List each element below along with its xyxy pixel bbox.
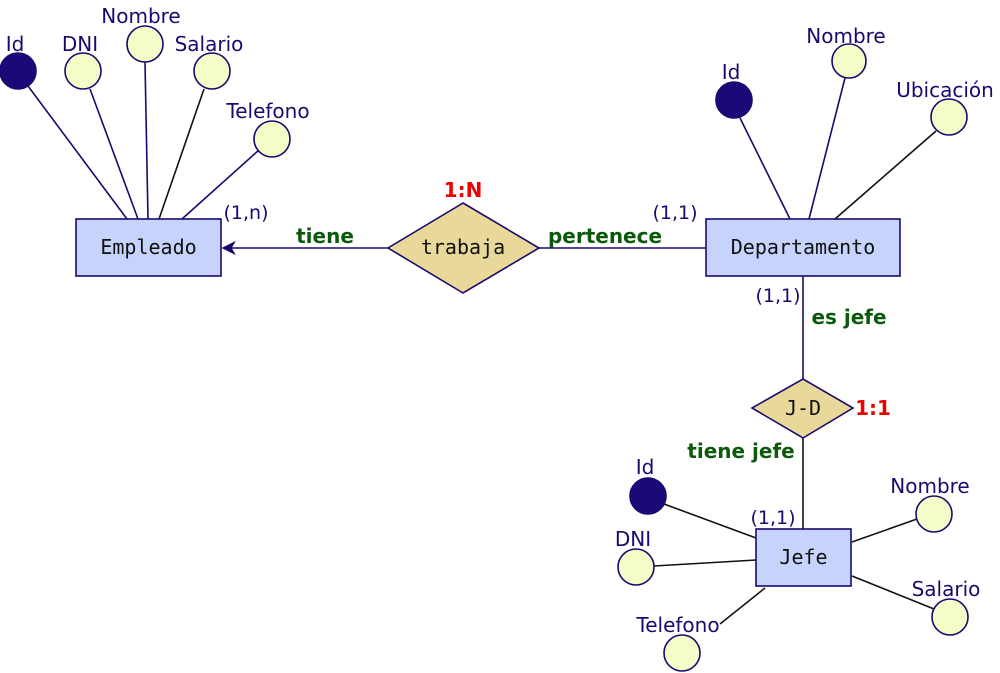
jefe-dni-label: DNI (615, 527, 651, 551)
departamento-id-label: Id (722, 60, 741, 84)
trabaja-relationship-label: trabaja (421, 235, 505, 259)
jefe-nombre-attribute (915, 495, 953, 533)
jefe-salario-connector (851, 575, 935, 610)
empleado-telefono-attribute (253, 120, 291, 158)
empleado-salario-label: Salario (175, 32, 244, 56)
es-jefe-role-label: es jefe (811, 305, 886, 329)
jefe-entity (755, 528, 852, 587)
departamento-nombre-attribute (831, 43, 867, 79)
empleado-dni-connector (89, 88, 139, 220)
jefe-telefono-connector (719, 587, 766, 625)
empleado-id-connector (27, 85, 128, 220)
empleado-salario-attribute (193, 52, 231, 90)
empleado-id-label: Id (6, 32, 25, 56)
jefe-id-label: Id (636, 455, 655, 479)
tiene-role-label: tiene (296, 224, 354, 248)
jefe-entity-label: Jefe (779, 545, 827, 569)
departamento-ubicacion-connector (834, 130, 937, 220)
jefe-dni-connector (653, 559, 757, 567)
departamento-ubicacion-label: Ubicación (896, 78, 994, 102)
jefe-salario-label: Salario (912, 577, 981, 601)
tiene-jefe-role-label: tiene jefe (687, 439, 794, 463)
jefe-id-connector (663, 503, 757, 539)
departamento-trabaja-cardinality: (1,1) (652, 202, 697, 224)
jefe-id-key-attribute (629, 477, 667, 515)
empleado-dni-label: DNI (62, 32, 98, 56)
jefe-telefono-attribute (663, 634, 701, 672)
departamento-nombre-connector (808, 77, 846, 220)
empleado-entity-label: Empleado (100, 235, 196, 259)
empleado-nombre-connector (144, 61, 149, 220)
pertenece-role-label: pertenece (548, 224, 662, 248)
jefe-salario-attribute (931, 598, 969, 636)
departamento-ubicacion-attribute (930, 98, 968, 136)
jefe-nombre-connector (851, 518, 918, 543)
jd-relationship (750, 378, 855, 439)
empleado-nombre-label: Nombre (101, 4, 180, 28)
departamento-jd-cardinality: (1,1) (755, 285, 800, 307)
empleado-telefono-connector (181, 149, 260, 220)
empleado-telefono-label: Telefono (225, 99, 309, 123)
departamento-entity (705, 218, 901, 277)
jefe-nombre-label: Nombre (890, 474, 969, 498)
empleado-cardinality: (1,n) (224, 202, 269, 224)
jefe-telefono-label: Telefono (635, 613, 719, 637)
jefe-dni-attribute (617, 548, 655, 586)
departamento-id-connector (739, 117, 791, 220)
trabaja-ratio: 1:N (444, 178, 483, 202)
jd-ratio: 1:1 (855, 396, 891, 420)
jd-relationship-label: J-D (785, 396, 821, 420)
jefe-cardinality: (1,1) (750, 507, 795, 529)
departamento-nombre-label: Nombre (806, 24, 885, 48)
departamento-entity-label: Departamento (731, 235, 876, 259)
empleado-dni-attribute (64, 52, 102, 90)
trabaja-relationship (386, 202, 541, 294)
empleado-salario-connector (158, 88, 205, 220)
empleado-id-key-attribute (0, 52, 37, 90)
departamento-id-key-attribute (715, 81, 753, 119)
empleado-nombre-attribute (126, 25, 164, 63)
empleado-entity (75, 218, 222, 277)
